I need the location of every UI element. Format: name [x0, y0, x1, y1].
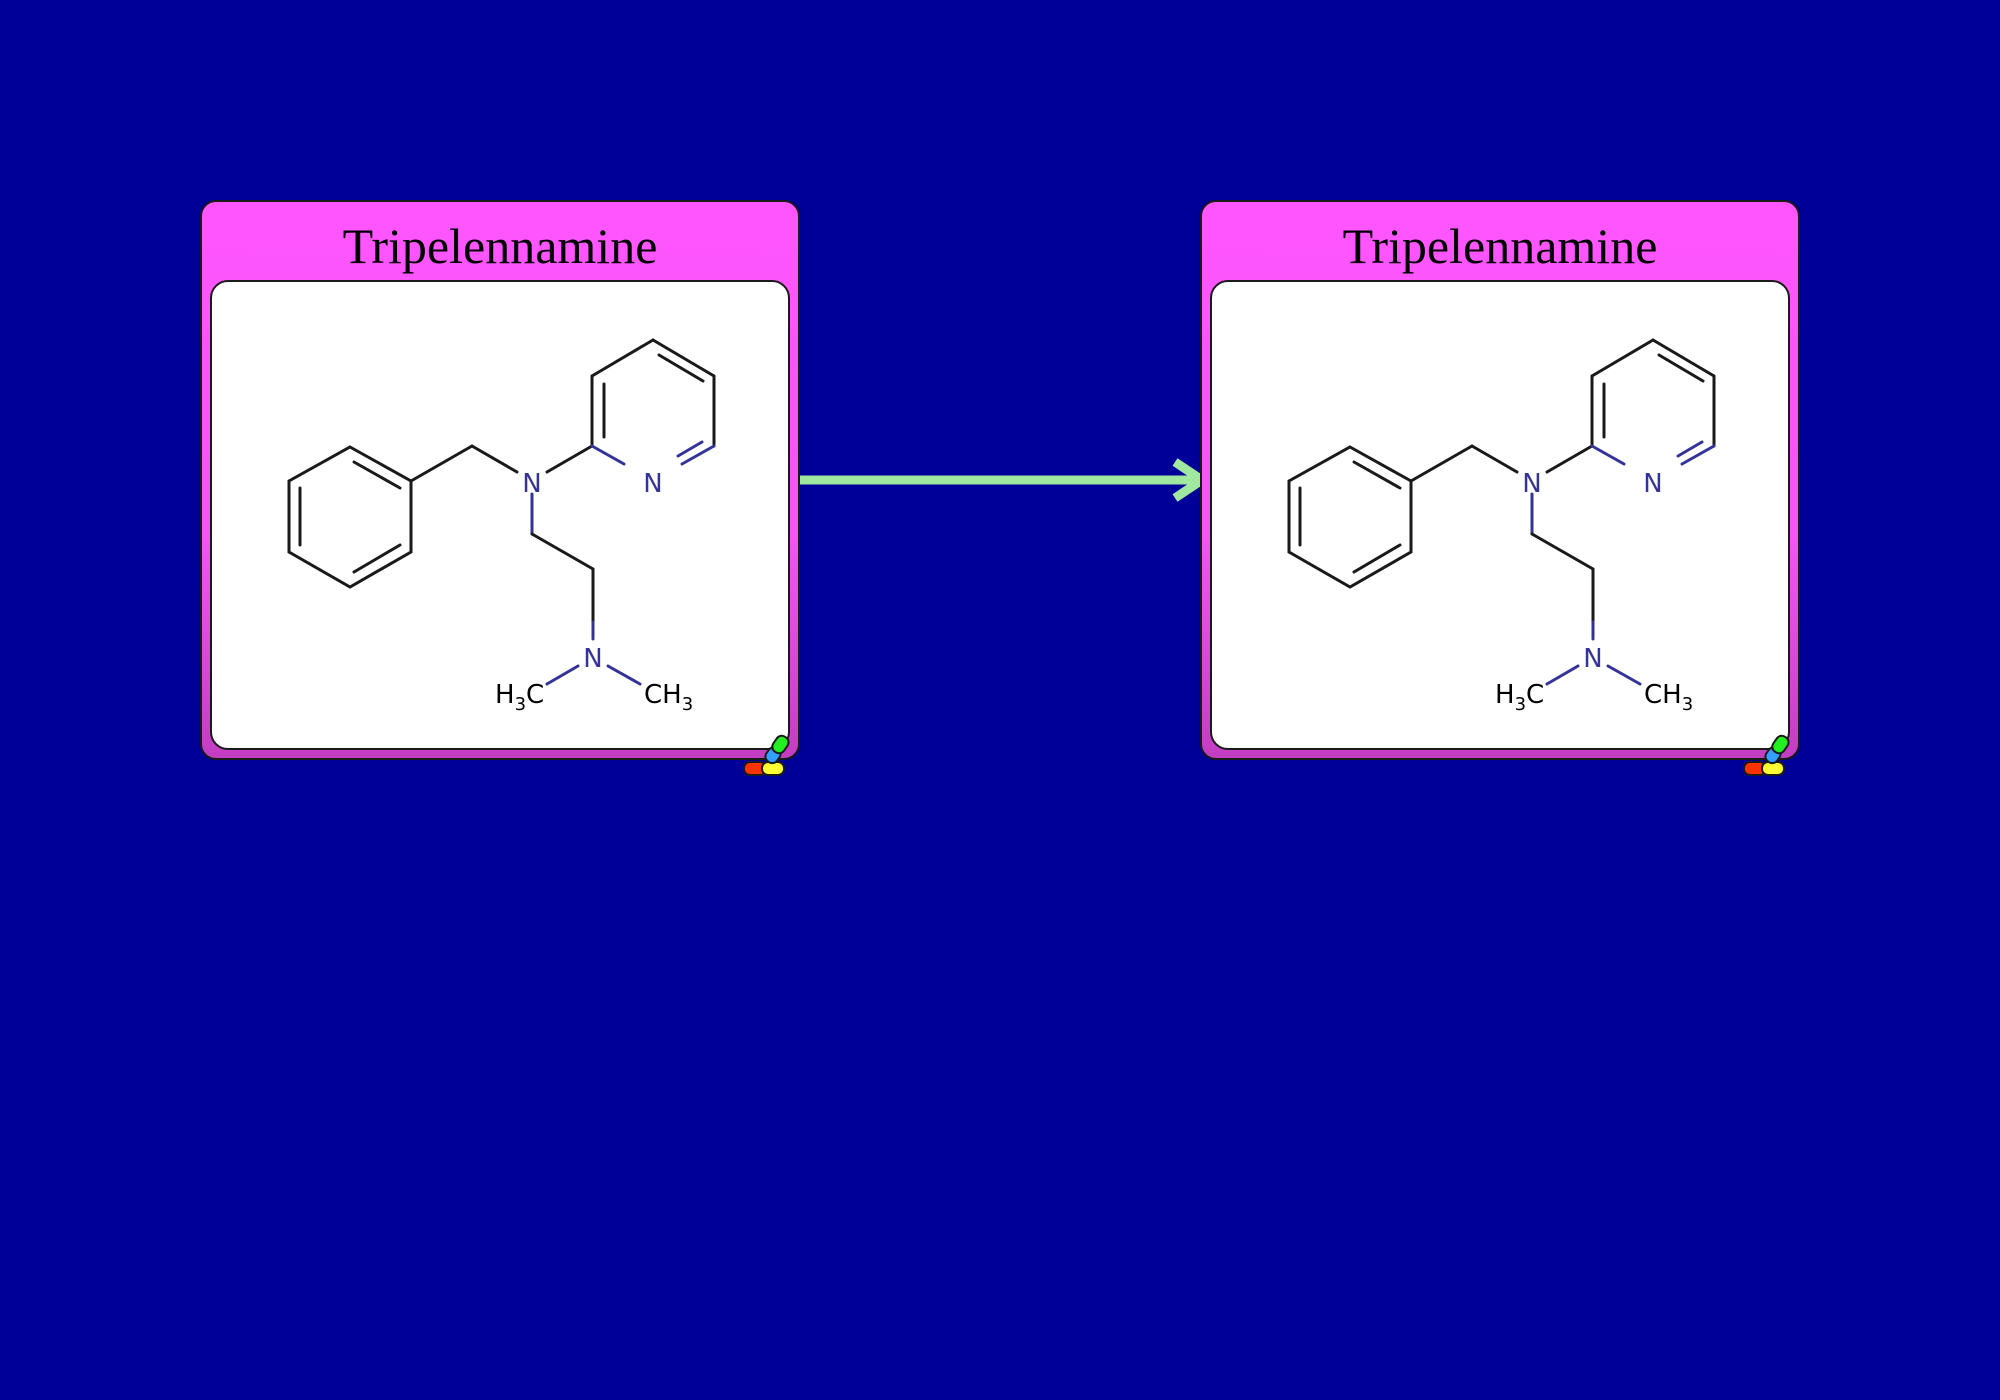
node-title: Tripelennamine — [1342, 218, 1658, 274]
benzene-double-bond — [1352, 460, 1402, 490]
methyl-group-left: H3C — [495, 680, 544, 715]
benzene-ring — [1287, 445, 1413, 589]
benzene-double-bond — [352, 543, 402, 574]
nitrogen-atom: N — [1522, 469, 1541, 499]
molecule-structure: N N N H3C CH3 — [287, 338, 716, 715]
nitrogen-atom: N — [643, 469, 662, 499]
node-card-target[interactable]: Tripelennamine — [1200, 200, 1800, 776]
reaction-arrow — [800, 458, 1210, 502]
methyl-group-right: CH3 — [644, 680, 693, 715]
benzene-ring — [287, 445, 413, 589]
benzene-double-bond — [352, 460, 402, 490]
nitrogen-atom: N — [522, 469, 541, 499]
methyl-group-left: H3C — [1495, 680, 1544, 715]
nitrogen-atom: N — [583, 644, 602, 674]
node-card-source[interactable]: Tripelennamine — [200, 200, 800, 776]
node-title: Tripelennamine — [342, 218, 658, 274]
structure-panel: N N N H3C CH3 — [210, 280, 790, 750]
nitrogen-atom: N — [1583, 644, 1602, 674]
nitrogen-atom: N — [1643, 469, 1662, 499]
structure-panel: N N N H3C CH3 — [1210, 280, 1790, 750]
molecule-structure: N N N H3C CH3 — [1287, 338, 1716, 715]
drug-capsule-icon — [1743, 734, 1790, 776]
methyl-group-right: CH3 — [1644, 680, 1693, 715]
benzene-double-bond — [1352, 543, 1402, 574]
drug-capsule-icon — [743, 734, 790, 776]
